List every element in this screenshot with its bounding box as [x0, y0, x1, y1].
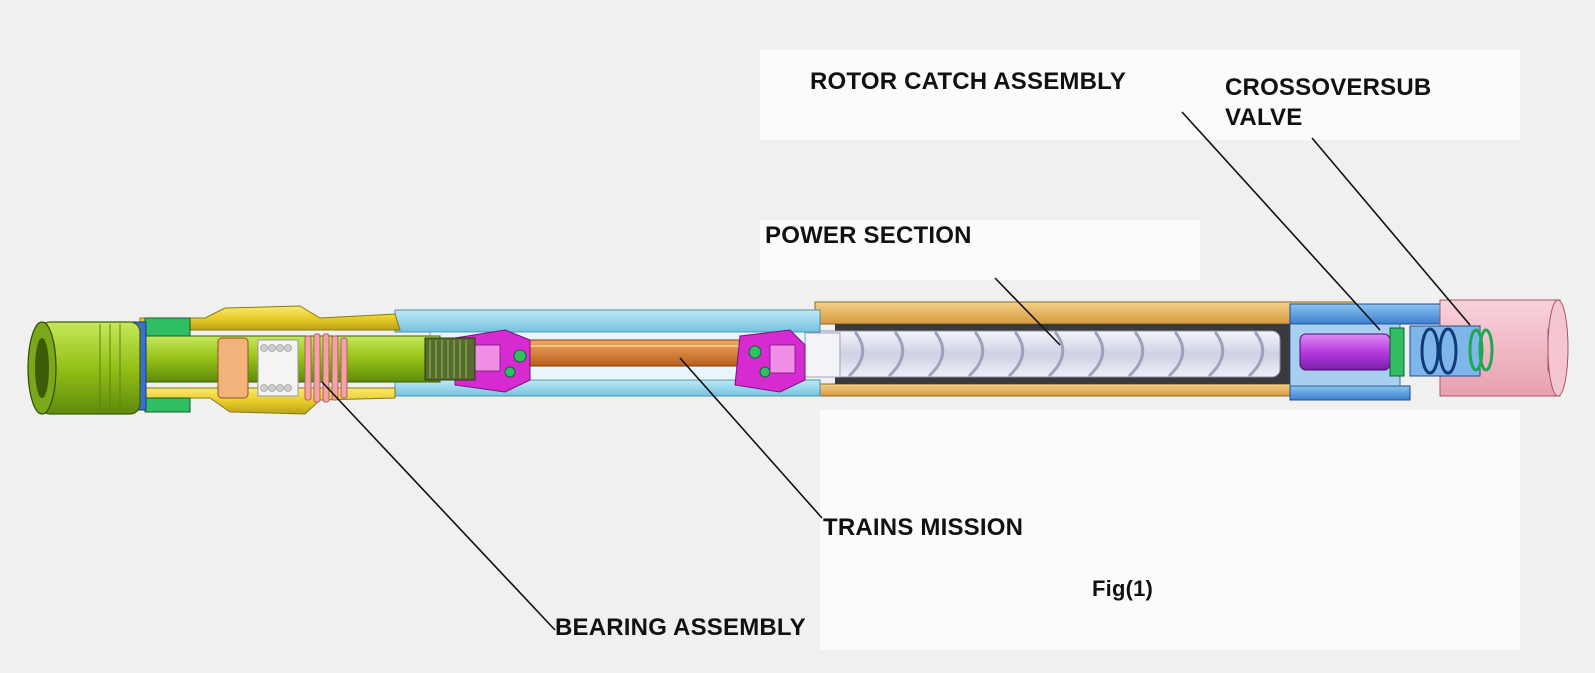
bearing-stack — [217, 333, 348, 403]
label-power-section: POWER SECTION — [765, 222, 972, 249]
label-rotor-catch-assembly: ROTOR CATCH ASSEMBLY — [810, 68, 1127, 95]
label-transmission: TRAINS MISSION — [823, 514, 1024, 541]
drive-shaft — [519, 339, 766, 367]
bit-box — [27, 321, 141, 415]
leader-line-power-section — [994, 277, 1061, 346]
background-panel-bottom — [820, 410, 1520, 650]
leader-line-transmission — [679, 357, 823, 519]
background-panel-mid — [760, 220, 1200, 280]
upper-u-joint — [734, 329, 806, 393]
leader-line-bearing — [321, 381, 556, 631]
figure-caption: Fig(1) — [1092, 576, 1154, 601]
leader-line-rotor-catch — [1181, 111, 1381, 331]
label-crossoversub: CROSSOVERSUB — [1225, 74, 1432, 101]
rotor-catch-shaft — [1299, 327, 1405, 377]
dump-valve — [1409, 325, 1494, 377]
rotor — [799, 330, 1281, 378]
leader-line-crossover — [1311, 137, 1471, 326]
label-bearing-assembly: BEARING ASSEMBLY — [555, 614, 806, 641]
label-valve: VALVE — [1225, 104, 1303, 131]
background-panel-top — [760, 50, 1520, 140]
